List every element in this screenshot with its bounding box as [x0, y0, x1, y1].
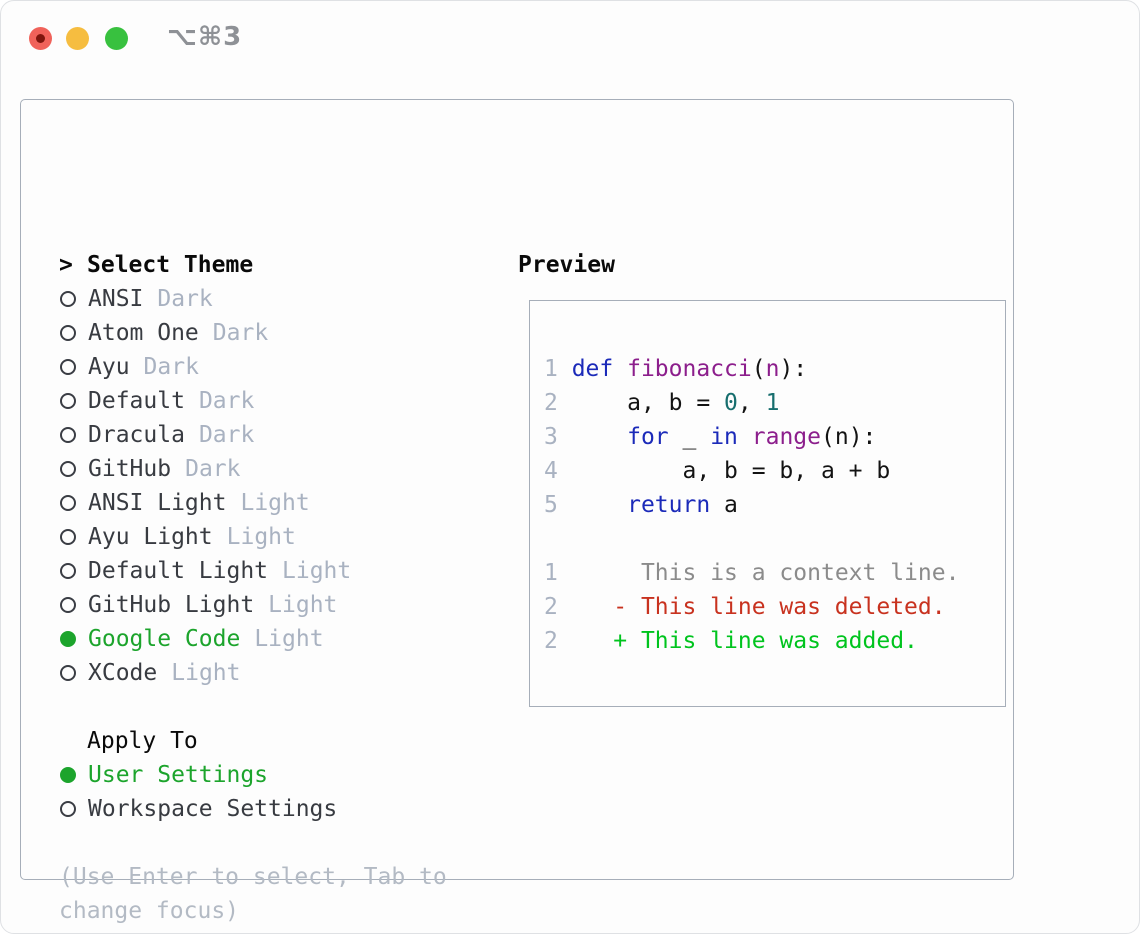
- minimize-button[interactable]: [66, 27, 89, 50]
- apply-option-user-settings[interactable]: User Settings: [59, 758, 337, 792]
- radio-icon: [60, 665, 76, 681]
- theme-name: ANSI Light: [88, 490, 227, 516]
- theme-option-default-dark[interactable]: Default Dark: [59, 384, 351, 418]
- theme-option-github-dark[interactable]: GitHub Dark: [59, 452, 351, 486]
- theme-name: Ayu: [88, 354, 130, 380]
- code-line: 2 - This line was deleted.: [544, 594, 946, 620]
- theme-variant-label: Dark: [143, 354, 199, 380]
- theme-name: Default: [88, 388, 185, 414]
- theme-name: GitHub Light: [88, 592, 255, 618]
- code-line: 4 a, b = b, a + b: [544, 458, 891, 484]
- radio-icon: [60, 767, 76, 783]
- theme-option-ansi-dark[interactable]: ANSI Dark: [59, 282, 351, 316]
- apply-option-label: Workspace Settings: [88, 796, 338, 822]
- theme-variant-label: Dark: [185, 456, 241, 482]
- theme-variant-label: Dark: [157, 286, 213, 312]
- theme-option-atom-one-dark[interactable]: Atom One Dark: [59, 316, 351, 350]
- theme-option-dracula-dark[interactable]: Dracula Dark: [59, 418, 351, 452]
- theme-option-ansi-light-light[interactable]: ANSI Light Light: [59, 486, 351, 520]
- code-line: 3 for _ in range(n):: [544, 424, 877, 450]
- code-line: 2 + This line was added.: [544, 628, 918, 654]
- code-line: [544, 522, 959, 556]
- theme-variant-label: Light: [268, 592, 338, 618]
- radio-icon: [60, 597, 76, 613]
- theme-name: GitHub: [88, 456, 172, 482]
- radio-icon: [60, 563, 76, 579]
- theme-name: Ayu Light: [88, 524, 213, 550]
- radio-icon: [60, 291, 76, 307]
- preview-pane: 1 def fibonacci(n): 2 a, b = 0, 1 3 for _ …: [529, 300, 1006, 707]
- hint-line-1: (Use Enter to select, Tab to: [59, 864, 447, 890]
- theme-variant-label: Dark: [198, 388, 255, 414]
- radio-icon: [60, 529, 76, 545]
- theme-option-xcode-light[interactable]: XCode Light: [59, 656, 351, 690]
- zoom-button[interactable]: [105, 27, 128, 50]
- code-line: 2 a, b = 0, 1: [544, 390, 780, 416]
- radio-icon: [60, 801, 76, 817]
- radio-icon: [60, 325, 76, 341]
- radio-icon: [60, 427, 76, 443]
- theme-option-github-light-light[interactable]: GitHub Light Light: [59, 588, 351, 622]
- code-line: 5 return a: [544, 492, 738, 518]
- radio-icon: [60, 461, 76, 477]
- theme-variant-label: Light: [240, 490, 310, 516]
- radio-icon: [60, 631, 76, 647]
- theme-variant-label: Light: [226, 524, 296, 550]
- code-line: 1 This is a context line.: [544, 560, 960, 586]
- theme-name: XCode: [88, 660, 158, 686]
- theme-name: Dracula: [88, 422, 185, 448]
- theme-option-ayu-dark[interactable]: Ayu Dark: [59, 350, 351, 384]
- focus-caret-icon: >: [59, 252, 73, 278]
- theme-option-ayu-light-light[interactable]: Ayu Light Light: [59, 520, 351, 554]
- apply-option-workspace-settings[interactable]: Workspace Settings: [59, 792, 337, 826]
- titlebar: ⌥⌘3: [1, 1, 1139, 73]
- radio-icon: [60, 495, 76, 511]
- radio-icon: [60, 359, 76, 375]
- theme-variant-label: Light: [254, 626, 324, 652]
- apply-to-header: Apply To: [59, 724, 337, 758]
- theme-option-google-code-light[interactable]: Google Code Light: [59, 622, 351, 656]
- preview-code: 1 def fibonacci(n): 2 a, b = 0, 1 3 for _ …: [544, 352, 959, 658]
- theme-name: Google Code: [88, 626, 241, 652]
- theme-option-default-light-light[interactable]: Default Light Light: [59, 554, 351, 588]
- window-title: ⌥⌘3: [167, 22, 243, 52]
- theme-variant-label: Light: [282, 558, 352, 584]
- code-line: 1 def fibonacci(n):: [544, 356, 808, 382]
- theme-list-header: > Select Theme: [59, 248, 351, 282]
- keyboard-hint: (Use Enter to select, Tab to change focu…: [59, 860, 447, 928]
- apply-to-title: Apply To: [87, 728, 198, 754]
- theme-variant-label: Dark: [198, 422, 255, 448]
- radio-icon: [60, 393, 76, 409]
- hint-line-2: change focus): [59, 898, 240, 924]
- theme-name: ANSI: [88, 286, 144, 312]
- apply-option-label: User Settings: [88, 762, 269, 788]
- preview-title: Preview: [518, 252, 615, 278]
- close-dot-icon: [36, 34, 45, 43]
- theme-name: Atom One: [88, 320, 199, 346]
- theme-variant-label: Light: [171, 660, 241, 686]
- close-button[interactable]: [29, 27, 52, 50]
- theme-list-title: Select Theme: [87, 252, 254, 278]
- theme-name: Default Light: [88, 558, 269, 584]
- theme-variant-label: Dark: [212, 320, 269, 346]
